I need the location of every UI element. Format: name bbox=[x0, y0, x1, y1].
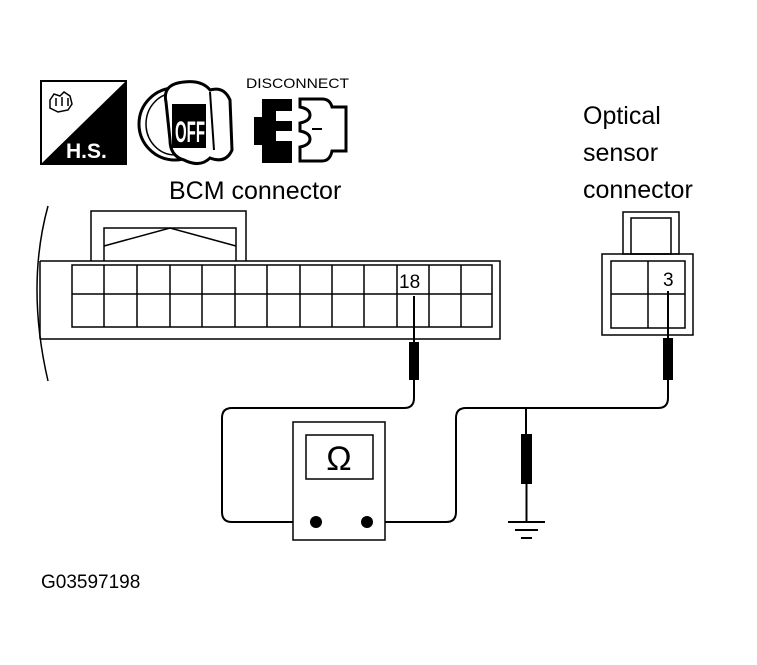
probe-bcm bbox=[409, 296, 419, 380]
ignition-off-label: OFF bbox=[175, 116, 205, 149]
hs-label: H.S. bbox=[66, 140, 107, 163]
disconnect-icon: DISCONNECT bbox=[246, 75, 349, 163]
ground-symbol bbox=[508, 521, 545, 539]
ohmmeter: Ω bbox=[292, 421, 386, 541]
disconnect-label: DISCONNECT bbox=[246, 75, 349, 91]
figure-code: G03597198 bbox=[41, 572, 140, 593]
hs-icon: H.S. bbox=[40, 80, 127, 165]
optical-title-line3: connector bbox=[583, 176, 693, 204]
probe-ground bbox=[521, 434, 532, 522]
ohm-symbol: Ω bbox=[326, 440, 351, 478]
bcm-connector-title: BCM connector bbox=[169, 177, 341, 205]
bcm-connector: 18 bbox=[36, 205, 501, 382]
test-wires bbox=[221, 380, 669, 523]
optical-title-line2: sensor bbox=[583, 139, 658, 167]
meter-terminal-right bbox=[361, 516, 373, 528]
optical-pin-label: 3 bbox=[663, 270, 674, 291]
ignition-off-icon: OFF bbox=[137, 80, 234, 165]
probe-optical bbox=[663, 291, 673, 380]
optical-title-line1: Optical bbox=[583, 102, 661, 130]
meter-terminal-left bbox=[310, 516, 322, 528]
optical-sensor-connector: 3 bbox=[601, 211, 694, 336]
bcm-pin-label: 18 bbox=[399, 272, 420, 293]
